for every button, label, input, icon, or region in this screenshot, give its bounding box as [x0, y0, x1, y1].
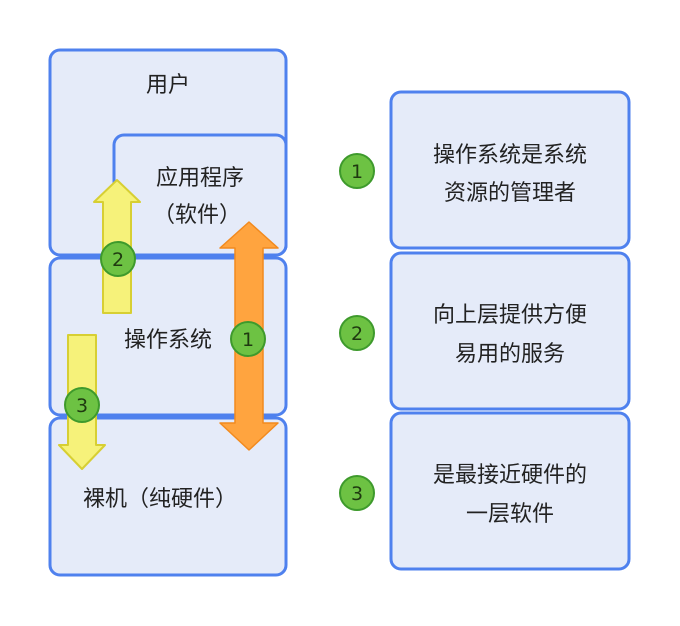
svg-text:1: 1: [351, 161, 363, 183]
application-layer-label: 应用程序: [156, 166, 244, 191]
svg-text:1: 1: [242, 329, 254, 351]
point-1-box: [389, 90, 631, 250]
hardware-layer-label: 裸机（纯硬件）: [83, 487, 237, 512]
svg-text:3: 3: [76, 395, 88, 417]
svg-text:2: 2: [351, 323, 363, 345]
point-1-line1: 操作系统是系统: [433, 143, 587, 168]
point-2-box: [389, 251, 631, 411]
os-layer-label: 操作系统: [124, 328, 212, 353]
point-2-line1: 向上层提供方便: [433, 303, 587, 328]
point-3-marker: 3: [339, 475, 375, 511]
svg-text:3: 3: [351, 483, 363, 505]
point-2-marker: 2: [339, 315, 375, 351]
point-3-line1: 是最接近硬件的: [433, 463, 587, 488]
hardware-layer-box: [48, 416, 288, 577]
marker-2-stack: 2: [100, 241, 136, 277]
point-1-marker: 1: [339, 153, 375, 189]
svg-text:2: 2: [112, 249, 124, 271]
user-layer-label: 用户: [146, 73, 190, 98]
point-3-line2: 一层软件: [466, 502, 554, 527]
application-layer-sublabel: （软件）: [153, 203, 241, 228]
point-3-box: [389, 411, 631, 571]
point-1-line2: 资源的管理者: [444, 181, 576, 206]
point-2-line2: 易用的服务: [455, 342, 565, 367]
marker-3-stack: 3: [64, 387, 100, 423]
marker-1-stack: 1: [230, 321, 266, 357]
